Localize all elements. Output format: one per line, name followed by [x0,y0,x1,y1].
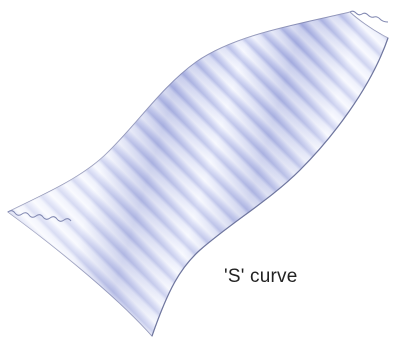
figure-caption: 'S' curve [224,266,297,288]
